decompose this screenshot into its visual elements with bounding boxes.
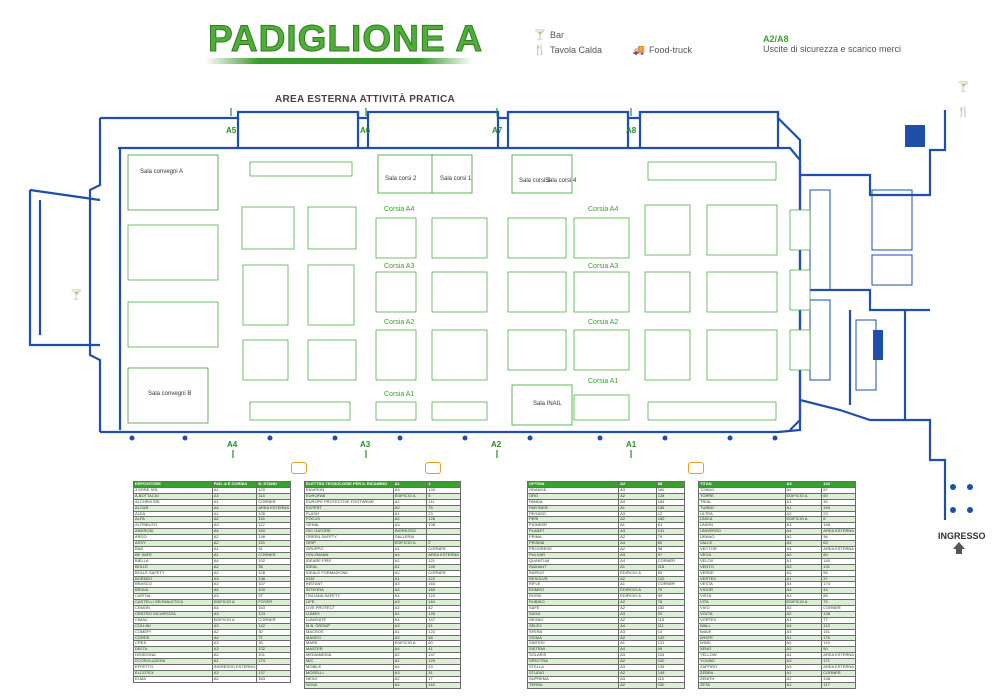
legend-bar: 🍸Bar [533, 30, 565, 41]
table-cell: A4 [392, 681, 428, 689]
aisle-a2-left: Corsia A2 [384, 319, 414, 326]
rooms [127, 154, 573, 426]
aisle-a1-right: Corsia A1 [588, 378, 618, 385]
aisle-a1-left: Corsia A1 [384, 391, 414, 398]
exit-a7: A7 [492, 126, 503, 135]
legend-exits-text: Uscite di sicurezza e scarico merci [763, 44, 902, 54]
structural-blocks [873, 125, 925, 360]
table-cell: INGRESSO ESTERNO [211, 664, 258, 671]
table-header-cell: ELETTRA TECNOLOGIE PER IL RICAMBIO [304, 481, 394, 488]
exit-a5: A5 [226, 126, 237, 135]
table-cell: AREA ESTERNA [821, 545, 856, 553]
table-cell: A2 [618, 681, 657, 689]
room-corsi-3: Sala corsi 3 [519, 178, 551, 184]
aisle-a4-left: Corsia A4 [384, 206, 414, 213]
table-cell: ELMA [133, 675, 213, 683]
table-cell: AREA ESTERNA [821, 664, 856, 671]
page-title: PADIGLIONE A [207, 18, 484, 60]
exit-a8: A8 [626, 126, 637, 135]
exit-arrows [230, 108, 632, 458]
legend-exits: A2/A8 Uscite di sicurezza e scarico merc… [763, 34, 901, 54]
tavola-calda-icon: 🍴 [957, 105, 969, 118]
bar-icon: 🍸 [533, 30, 547, 41]
legend-tavola-calda: 🍴Tavola Calda [533, 45, 603, 56]
table-cell: 117 [821, 681, 856, 689]
room-corsi-4: Sala corsi 4 [545, 178, 577, 184]
exit-a4: A4 [227, 440, 238, 449]
table-cell: ZETA [698, 681, 786, 689]
aisle-a3-left: Corsia A3 [384, 263, 414, 270]
room-inail: Sala INAIL [533, 401, 562, 407]
aisle-a4-right: Corsia A4 [588, 206, 618, 213]
table-cell: TERRA [526, 681, 620, 689]
exit-a2: A2 [491, 440, 502, 449]
legend-exits-code: A2/A8 [763, 34, 789, 44]
food-truck-icon [291, 462, 307, 474]
aisle-a3-right: Corsia A3 [588, 263, 618, 270]
table-cell: AREA ESTERNA [821, 528, 856, 536]
exit-a6: A6 [360, 126, 371, 135]
tavola-calda-icon: 🍴 [533, 45, 547, 56]
table-cell: A2 [211, 675, 258, 683]
exit-a3: A3 [360, 440, 371, 449]
entrance-turnstiles [950, 484, 973, 513]
room-corsi-2: Sala corsi 2 [385, 176, 417, 182]
aisle-a2-right: Corsia A2 [588, 319, 618, 326]
room-corsi-1: Sala corsi 1 [440, 176, 472, 182]
table-cell: 116 [426, 681, 461, 689]
bar-icon: 🍸 [70, 288, 82, 301]
entrance-arrow-stem [956, 549, 962, 554]
table-cell: NOVA [304, 681, 394, 689]
legend-food-truck: 🚚Food-truck [632, 45, 693, 56]
food-truck-icon [425, 462, 441, 474]
booths [127, 161, 811, 421]
entrance-label: INGRESSO [938, 531, 986, 541]
table-cell: AREA ESTERNA [256, 504, 291, 512]
entrance-arrow-icon [953, 542, 965, 549]
pillars [129, 435, 778, 441]
room-convegni-a: Sala convegni A [140, 169, 183, 175]
food-truck-icon: 🚚 [632, 45, 646, 56]
table-cell: A1 [784, 681, 823, 689]
food-truck-icon [688, 462, 704, 474]
exit-a1: A1 [626, 440, 637, 449]
table-cell: AREA ESTERNA [426, 551, 461, 559]
table-cell: 150 [655, 681, 686, 689]
table-cell: 163 [256, 675, 291, 683]
hall-walls [28, 110, 947, 520]
bar-icon: 🍸 [957, 80, 969, 93]
outdoor-area-label: AREA ESTERNA ATTIVITÀ PRATICA [275, 94, 455, 105]
title-underline [205, 58, 473, 64]
room-convegni-b: Sala convegni B [148, 391, 191, 397]
table-cell: AREA ESTERNA [821, 652, 856, 660]
